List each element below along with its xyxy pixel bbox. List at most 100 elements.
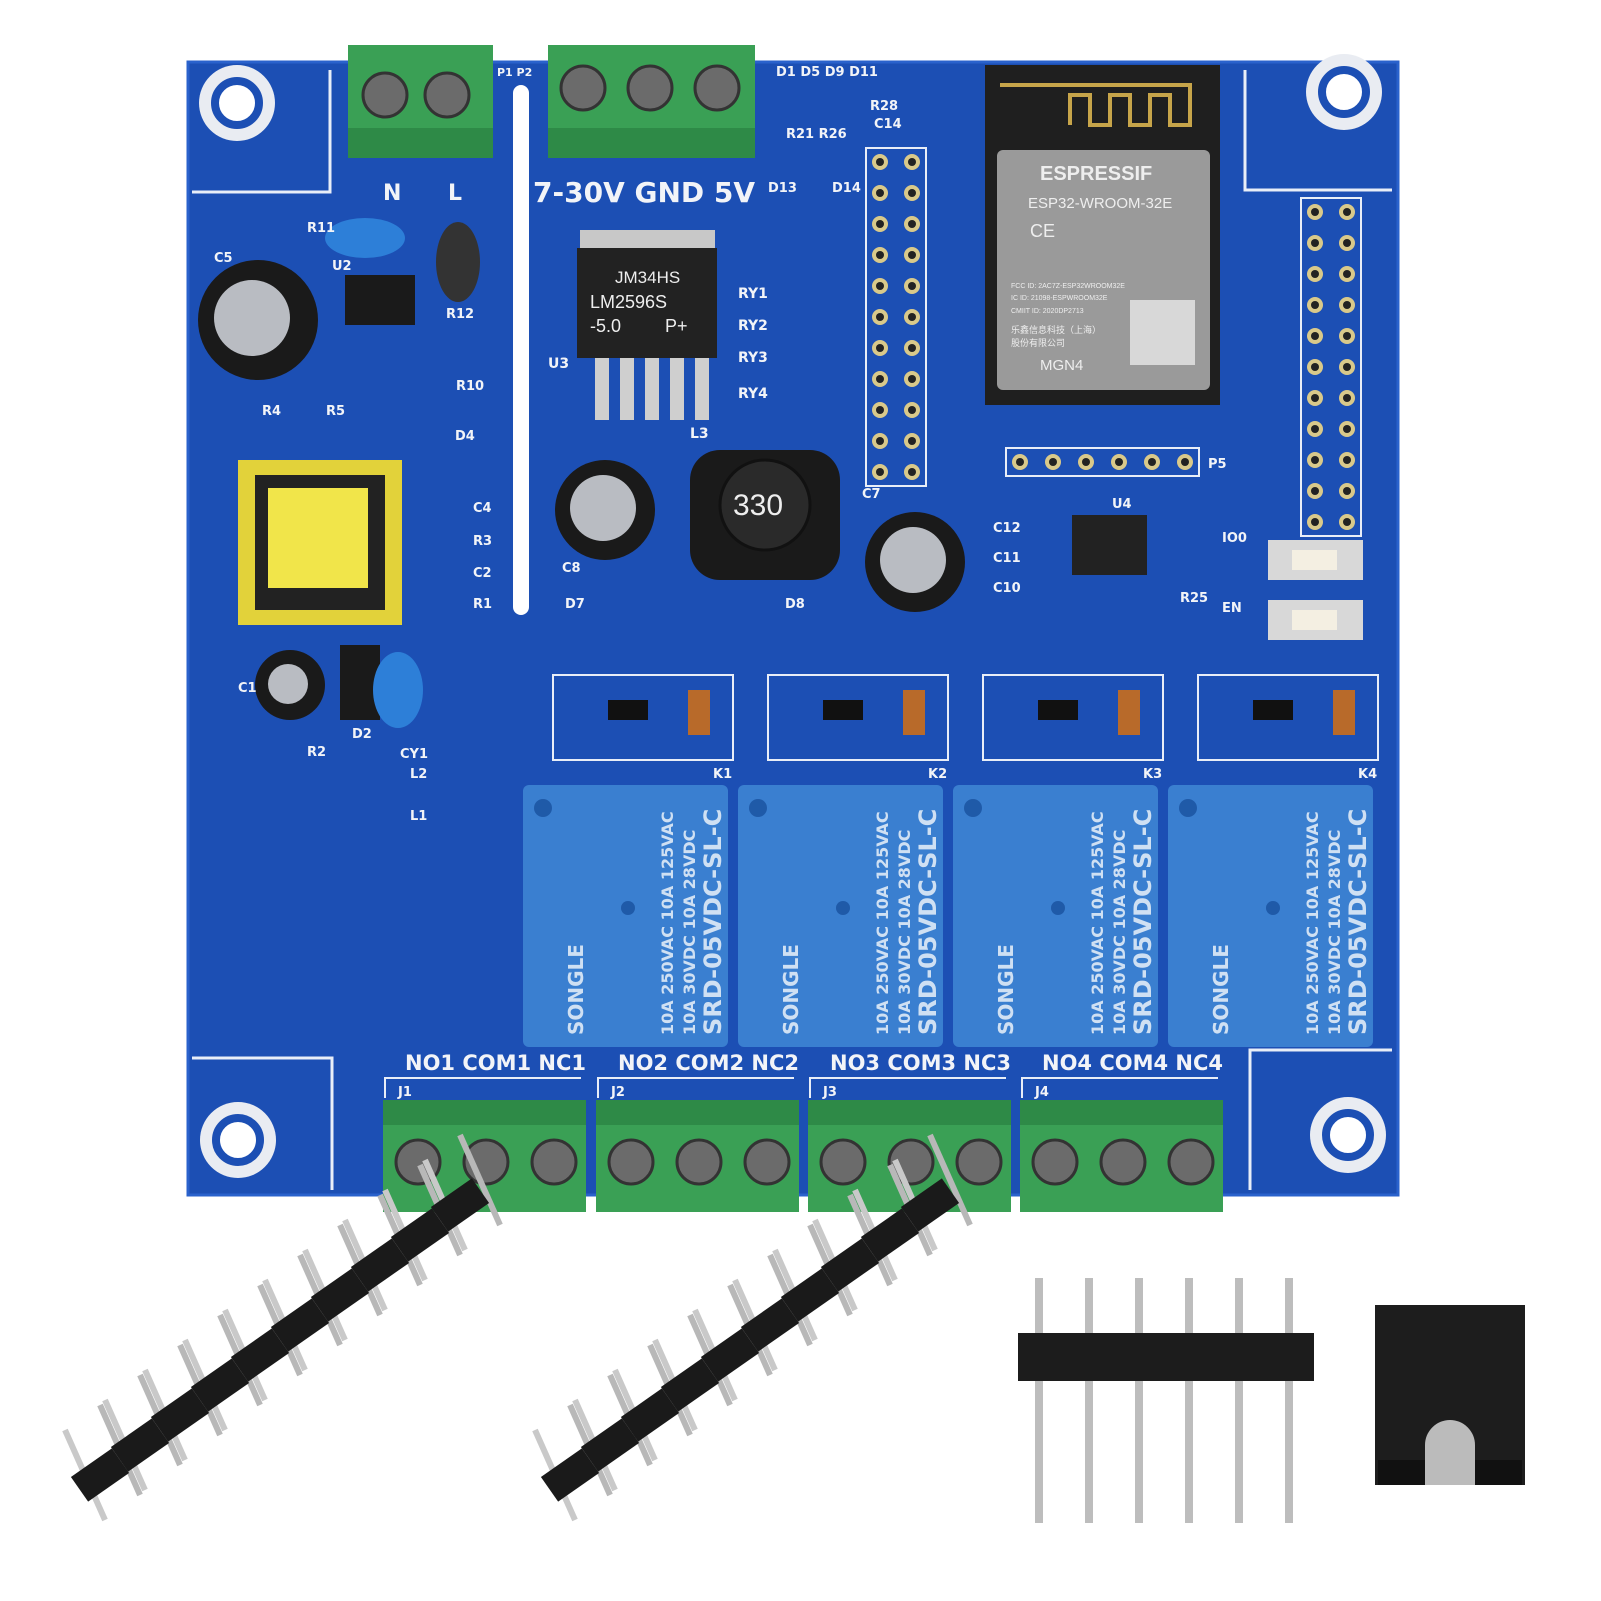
varistor-blue [325,218,405,258]
silk-label: R28 [870,99,898,114]
silk-label: C8 [562,561,581,576]
terminal-designator: J1 [397,1085,412,1100]
silk-label: D7 [565,597,585,612]
varistor-black [436,222,480,302]
terminal-screw[interactable] [743,1138,791,1186]
relay-brand: SONGLE [1209,944,1233,1035]
silk-label: C5 [214,251,233,266]
relay-designator: K2 [928,767,947,782]
relay-brand: SONGLE [994,944,1018,1035]
capacitor-c1 [255,650,325,720]
gpio-header-left[interactable] [865,147,927,487]
terminal-screw[interactable] [1099,1138,1147,1186]
silk-label: C12 [993,521,1021,536]
label-ry2: RY2 [738,318,768,334]
silk-label: D8 [785,597,805,612]
silk-label: C4 [473,501,492,516]
silk-label: D13 [768,181,797,196]
silk-label: D2 [352,727,372,742]
reg-line1: JM34HS [615,268,680,287]
label-u3: U3 [548,356,569,372]
terminal-j4[interactable] [1020,1100,1223,1212]
relay-rating-dc: 10A 30VDC 10A 28VDC [1325,830,1344,1035]
terminal-j2[interactable] [596,1100,799,1212]
silk-label: R11 [307,221,335,236]
label-l3: L3 [690,426,709,442]
power-terminal-ac[interactable] [348,45,493,158]
pin-header-1x6 [1018,1278,1314,1523]
label-n: N [383,181,401,206]
silk-label: P5 [1208,457,1227,472]
silk-label: R5 [326,404,345,419]
capacitor-c8 [555,460,655,560]
button-en[interactable] [1268,600,1363,640]
terminal-screw[interactable] [607,1138,655,1186]
inductor-l3: 330 [690,450,840,580]
label-ry4: RY4 [738,386,768,402]
power-terminal-dc[interactable] [548,45,755,158]
channel-labels: NO4 COM4 NC4 [1042,1051,1223,1075]
esp-maker-cn: 乐鑫信息科技（上海） [1011,324,1101,335]
relay-model: SRD-05VDC-SL-C [1129,809,1157,1035]
silk-label: C11 [993,551,1021,566]
silk-label: C1 [238,681,257,696]
esp-fcc: FCC ID: 2AC7Z-ESP32WROOM32E [1011,283,1125,290]
relay-rating-dc: 10A 30VDC 10A 28VDC [1110,830,1129,1035]
relay-brand: SONGLE [779,944,803,1035]
label-p1-p2: P1 P2 [497,66,532,79]
bridge-rectifier-u2 [345,275,415,325]
esp-lot: MGN4 [1040,357,1083,374]
silk-label: D4 [455,429,475,444]
silk-label: C14 [874,117,902,132]
terminal-screw[interactable] [1031,1138,1079,1186]
jumper-cap [1375,1305,1525,1485]
button-io0[interactable] [1268,540,1363,580]
silk-label: R2 [307,745,326,760]
terminal-j1[interactable] [383,1100,586,1212]
pin-header-2x10 [62,1133,503,1522]
qr-code [1130,300,1195,365]
esp-cmiit: CMIIT ID: 2020DP2713 [1011,308,1084,315]
relay-model: SRD-05VDC-SL-C [1344,809,1372,1035]
terminal-screw[interactable] [955,1138,1003,1186]
relay-rating-ac: 10A 250VAC 10A 125VAC [1303,811,1322,1035]
relay-rating-ac: 10A 250VAC 10A 125VAC [873,811,892,1035]
silk-label: R21 R26 [786,127,847,142]
gpio-header-right[interactable] [1300,197,1362,537]
terminal-designator: J4 [1034,1085,1049,1100]
silk-label: L1 [410,809,427,824]
silk-label: R10 [456,379,484,394]
esp-ce: CE [1030,221,1055,241]
silk-label: D1 D5 D9 D11 [776,65,878,80]
silk-label: C7 [862,487,881,502]
esp-maker-cn2: 股份有限公司 [1011,337,1065,348]
terminal-screw[interactable] [819,1138,867,1186]
terminal-screw[interactable] [1167,1138,1215,1186]
relay-model: SRD-05VDC-SL-C [699,809,727,1035]
silk-label: R25 [1180,591,1208,606]
relay-rating-dc: 10A 30VDC 10A 28VDC [680,830,699,1035]
silk-label: R4 [262,404,281,419]
terminal-j3[interactable] [808,1100,1011,1212]
relay-designator: K1 [713,767,732,782]
silk-label: IO0 [1222,531,1247,546]
silk-label: R1 [473,597,492,612]
reg-line3: -5.0 [590,316,621,336]
terminal-screw[interactable] [530,1138,578,1186]
accessories [62,1133,1525,1523]
terminal-designator: J2 [610,1085,625,1100]
silk-label: C2 [473,566,492,581]
regulator-lm2596: JM34HS LM2596S -5.0 P+ [577,230,717,420]
relay-designator: K3 [1143,767,1162,782]
terminal-screw[interactable] [675,1138,723,1186]
pin-header-2x10 [532,1133,973,1522]
relay-rating-ac: 10A 250VAC 10A 125VAC [1088,811,1107,1035]
header-p5[interactable] [1005,447,1200,477]
channel-labels: NO1 COM1 NC1 [405,1051,586,1075]
relay-designator: K4 [1358,767,1377,782]
esp-brand: ESPRESSIF [1040,163,1152,185]
